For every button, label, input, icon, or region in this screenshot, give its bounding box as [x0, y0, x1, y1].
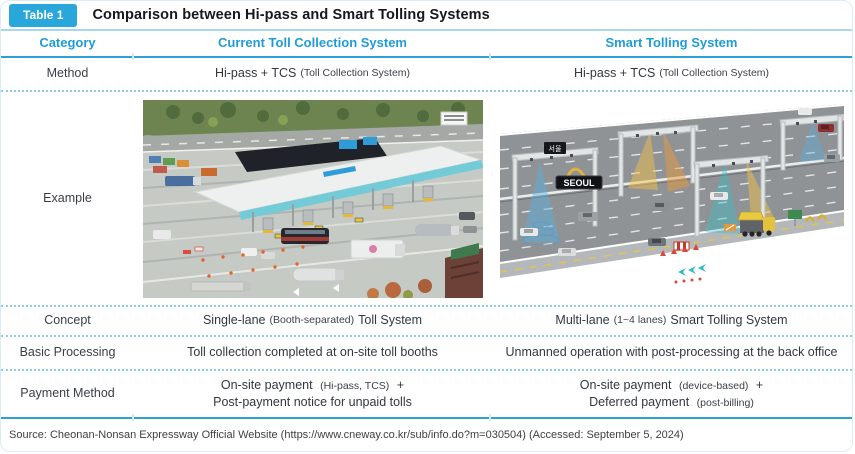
- payment-smart-line2: Deferred payment (post-billing): [580, 395, 763, 411]
- table-header-row: Category Current Toll Collection System …: [1, 31, 852, 60]
- cell-note: (device-based): [678, 379, 749, 392]
- row-label-method: Method: [46, 66, 89, 81]
- seoul-sign-label: SEOUL: [563, 178, 595, 188]
- cell-text: +: [396, 377, 405, 392]
- payment-smart-line1: On-site payment (device-based) +: [580, 378, 763, 394]
- payment-current-line1: On-site payment (Hi-pass, TCS) +: [213, 378, 412, 394]
- smart-tolling-illustration-svg: 서울 SEOUL: [499, 99, 844, 298]
- table-row-basic-processing: Basic Processing Toll collection complet…: [1, 337, 852, 371]
- column-tick: [489, 414, 491, 421]
- cell-basic-smart: Unmanned operation with post-processing …: [505, 345, 838, 360]
- table-row-method: Method Hi-pass + TCS (Toll Collection Sy…: [1, 58, 852, 92]
- cell-note: (Toll Collection System): [300, 67, 411, 80]
- cell-text: Toll System: [358, 313, 423, 328]
- cell-text: Deferred payment: [589, 394, 690, 409]
- cell-concept-smart: Multi-lane (1~4 lanes) Smart Tolling Sys…: [491, 313, 852, 329]
- table-row-payment-method: Payment Method On-site payment (Hi-pass,…: [1, 371, 852, 421]
- column-tick: [132, 414, 134, 421]
- row-label-concept: Concept: [44, 313, 91, 328]
- cell-note: (1~4 lanes): [613, 314, 667, 327]
- column-header-category: Category: [39, 35, 96, 51]
- cell-payment-current: On-site payment (Hi-pass, TCS) + Post-pa…: [134, 378, 491, 410]
- cell-text: Hi-pass + TCS: [573, 66, 656, 81]
- payment-current-line2: Post-payment notice for unpaid tolls: [213, 395, 412, 411]
- figure-header: Table 1 Comparison between Hi-pass and S…: [1, 1, 852, 29]
- column-tick: [132, 53, 134, 60]
- cell-text: Multi-lane: [555, 313, 610, 328]
- table-row-example: Example: [1, 92, 852, 307]
- cell-text: Post-payment notice for unpaid tolls: [213, 394, 412, 409]
- cell-note: (Booth-separated): [269, 314, 355, 327]
- source-note: Source: Cheonan-Nonsan Expressway Offici…: [9, 429, 684, 441]
- toll-plaza-photo-svg: [142, 99, 483, 298]
- table-row-concept: Concept Single-lane (Booth-separated) To…: [1, 307, 852, 337]
- figure-title: Comparison between Hi-pass and Smart Tol…: [92, 7, 490, 23]
- smart-tolling-illustration: 서울 SEOUL: [491, 92, 852, 305]
- row-label-example: Example: [43, 190, 92, 205]
- cell-text: On-site payment: [220, 377, 313, 392]
- cell-payment-smart: On-site payment (device-based) + Deferre…: [491, 378, 852, 410]
- row-label-basic-processing: Basic Processing: [19, 345, 116, 360]
- cell-basic-current: Toll collection completed at on-site tol…: [187, 345, 438, 360]
- cell-text: Single-lane: [202, 313, 266, 328]
- toll-plaza-photo: [134, 92, 491, 305]
- cell-note: (post-billing): [696, 396, 754, 409]
- cell-concept-current: Single-lane (Booth-separated) Toll Syste…: [134, 313, 491, 329]
- row-label-payment-method: Payment Method: [20, 386, 115, 401]
- cell-method-current: Hi-pass + TCS (Toll Collection System): [134, 66, 491, 82]
- column-header-smart-system: Smart Tolling System: [605, 35, 738, 51]
- cell-text: On-site payment: [579, 377, 672, 392]
- cell-text: Smart Tolling System: [670, 313, 788, 328]
- cell-text: +: [755, 377, 764, 392]
- table-number-badge: Table 1: [9, 3, 78, 27]
- cell-text: Hi-pass + TCS: [214, 66, 297, 81]
- column-tick: [489, 53, 491, 60]
- cell-method-smart: Hi-pass + TCS (Toll Collection System): [491, 66, 852, 82]
- header-divider: [1, 29, 852, 31]
- korean-sign-label: 서울: [548, 144, 561, 153]
- cell-note: (Toll Collection System): [659, 67, 770, 80]
- column-header-current-system: Current Toll Collection System: [217, 35, 407, 51]
- cell-note: (Hi-pass, TCS): [320, 379, 390, 392]
